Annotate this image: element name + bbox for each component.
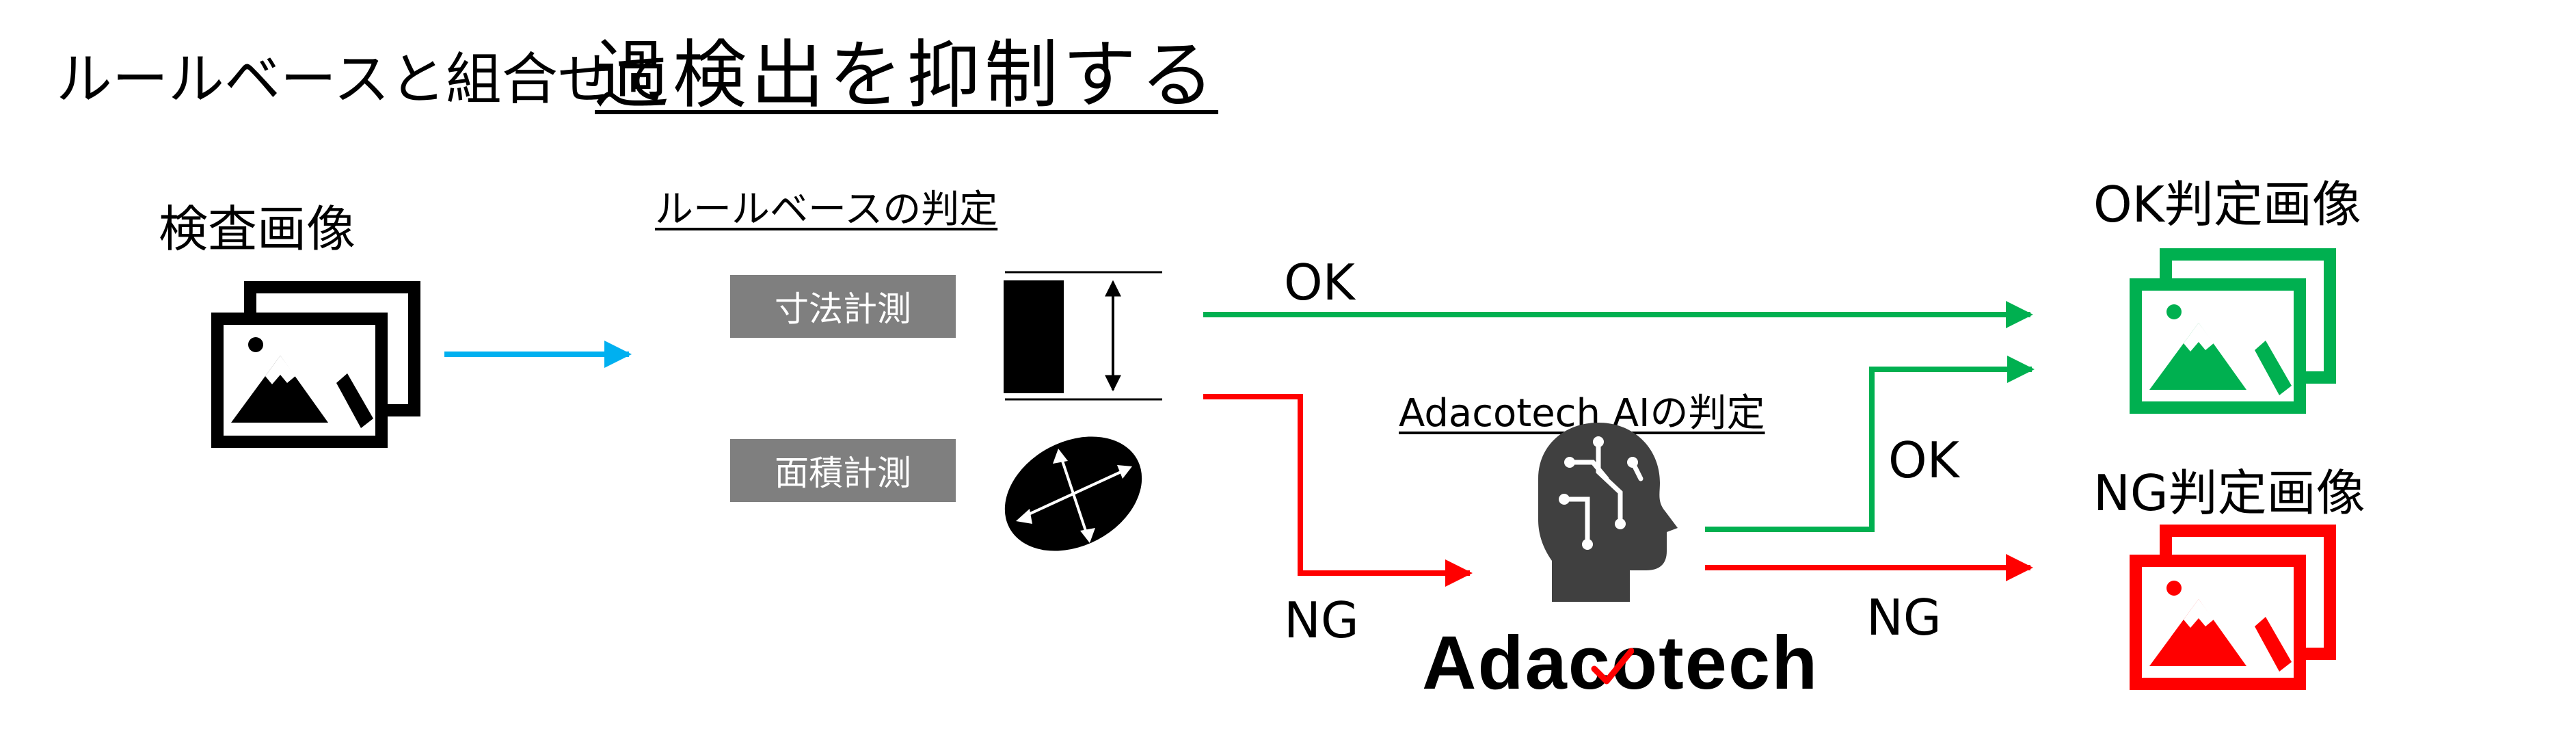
ng-output-label: NG判定画像 bbox=[2093, 464, 2365, 522]
dimension-measure-icon bbox=[1004, 271, 1162, 401]
ng-arrow-rule bbox=[1203, 394, 1473, 587]
ok-output-label: OK判定画像 bbox=[2093, 176, 2361, 233]
dimension-measure-label: 寸法計測 bbox=[775, 289, 911, 329]
logo-check-mark bbox=[1591, 648, 1634, 685]
title-main: 過検出を抑制する bbox=[595, 33, 1219, 118]
ng-image-icon bbox=[2130, 525, 2336, 690]
ai-brain-icon bbox=[1538, 423, 1678, 602]
flow-label-ok-rule: OK bbox=[1284, 254, 1355, 311]
area-measure-icon bbox=[1004, 436, 1142, 551]
flow-label-ng-ai: NG bbox=[1866, 589, 1942, 646]
title-prefix: ルールベースと組合せて bbox=[56, 47, 670, 112]
ok-image-icon bbox=[2130, 248, 2336, 414]
flow-label-ng-rule: NG bbox=[1284, 592, 1359, 649]
flow-label-ok-ai: OK bbox=[1888, 432, 1959, 489]
input-image-icon bbox=[211, 281, 420, 448]
dimension-measure-box: 寸法計測 bbox=[730, 275, 956, 338]
input-label: 検査画像 bbox=[159, 200, 356, 258]
area-measure-box: 面積計測 bbox=[730, 439, 956, 502]
rule-based-heading: ルールベースの判定 bbox=[655, 187, 998, 232]
ok-arrow-ai bbox=[1705, 356, 2035, 532]
area-measure-label: 面積計測 bbox=[775, 453, 911, 493]
